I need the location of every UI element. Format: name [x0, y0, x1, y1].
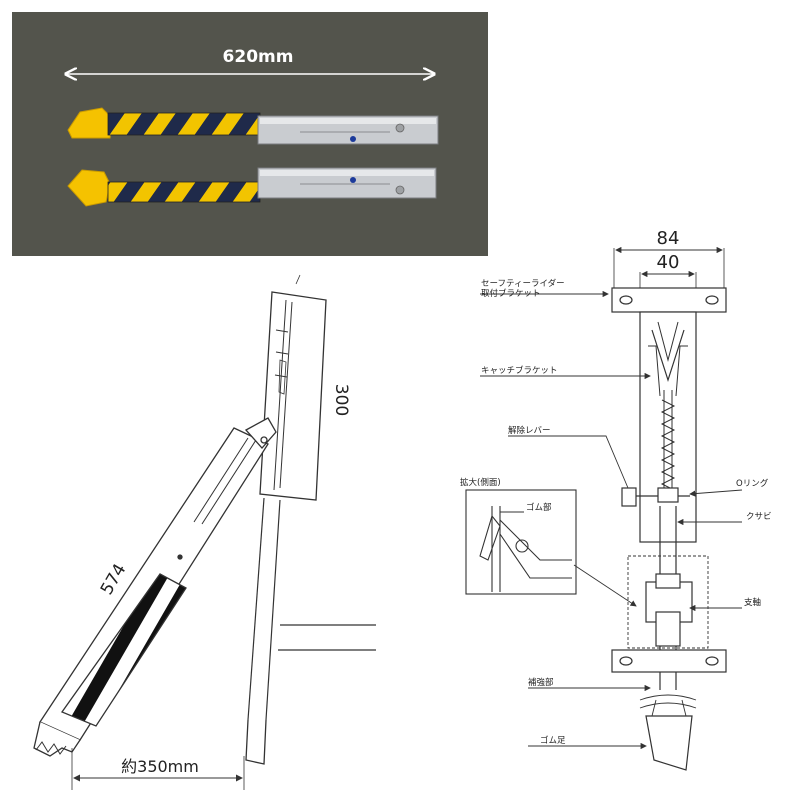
reach-label: 約350mm — [121, 757, 199, 776]
spring — [660, 390, 676, 500]
label-enlarged-side: 拡大(側面) — [460, 477, 501, 488]
safety-rider-bar-upper — [67, 107, 439, 145]
label-release-lever: 解除レバー — [508, 425, 551, 436]
mount-bracket — [259, 291, 327, 501]
safety-arm — [33, 417, 277, 757]
label-reinforcement: 補強部 — [528, 677, 554, 688]
label-mount-bracket-2: 取付ブラケット — [481, 288, 541, 299]
label-rubber-foot: ゴム足 — [540, 735, 566, 746]
safety-rider-bar-lower — [67, 167, 437, 207]
top-mount-bracket — [611, 287, 727, 313]
enlarged-inset — [465, 489, 637, 607]
product-photo: 620mm — [12, 12, 488, 256]
front-view-drawing: 84 40 — [611, 228, 727, 771]
post — [245, 497, 376, 765]
height-label: 300 — [331, 384, 351, 416]
label-mount-bracket-1: セーフティーライダー — [481, 278, 565, 289]
rubber-foot — [645, 715, 693, 771]
inner-width-label: 40 — [657, 252, 680, 273]
outer-width-label: 84 — [657, 228, 680, 249]
bottom-mount-bracket — [611, 649, 727, 673]
label-rubber-section: ゴム部 — [526, 502, 552, 513]
side-view-drawing: 300 574 約350m — [33, 274, 376, 790]
label-pivot: 支軸 — [744, 597, 761, 608]
photo-width-label: 620mm — [223, 47, 294, 67]
callouts — [480, 290, 743, 750]
label-chain: クサビ — [746, 512, 772, 522]
label-catch-bracket: キャッチブラケット — [481, 365, 558, 376]
callout-labels: セーフティーライダー 取付ブラケット キャッチブラケット 解除レバー Oリング … — [460, 278, 772, 746]
label-o-ring: Oリング — [736, 478, 769, 489]
